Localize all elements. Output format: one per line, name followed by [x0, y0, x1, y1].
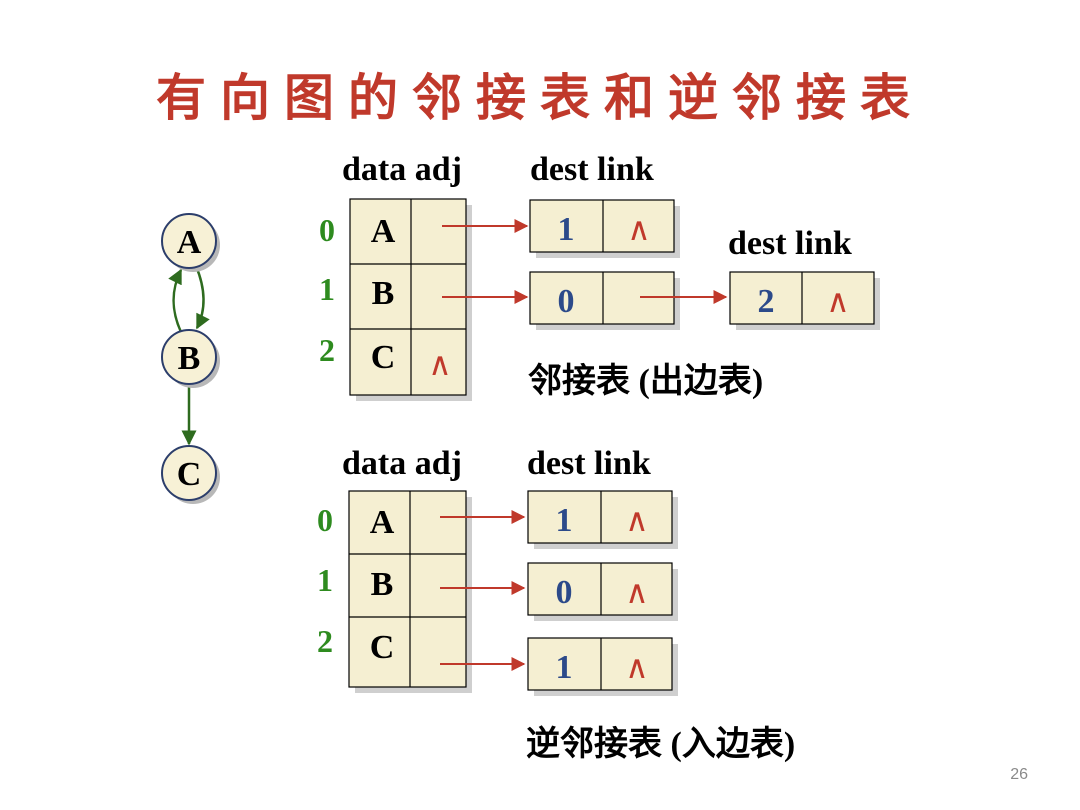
out-edge-dest: 0: [558, 283, 575, 320]
null-link: ∧: [625, 502, 648, 538]
out-index-1: 1: [319, 271, 335, 307]
graph-node-label: A: [177, 224, 202, 261]
null-link: ∧: [625, 649, 648, 685]
in-vertex-data-1: B: [371, 566, 394, 603]
in-edge-header: dest link: [527, 445, 651, 482]
page-number: 26: [1010, 766, 1028, 783]
in-caption: 逆邻接表 (入边表): [526, 725, 795, 763]
in-edge-dest: 0: [556, 574, 573, 611]
out-edge-dest: 1: [558, 211, 575, 248]
in-edge-node-2: 1 ∧: [527, 637, 678, 696]
null-link: ∧: [627, 211, 650, 247]
in-vertex-data-0: A: [370, 504, 395, 541]
out-edge-node-0-1: 1 ∧: [529, 199, 680, 258]
out-edge-header-1: dest link: [530, 151, 654, 188]
out-caption: 邻接表 (出边表): [528, 362, 763, 400]
in-index-2: 2: [317, 623, 333, 659]
in-edge-dest: 1: [556, 649, 573, 686]
in-vertex-data-2: C: [370, 629, 395, 666]
in-vertex-table: A B C: [348, 490, 472, 693]
null-link: ∧: [826, 283, 849, 319]
out-vertex-header: data adj: [342, 151, 462, 188]
out-edge-node-1-2: 2 ∧: [729, 271, 880, 330]
out-null-adj-2: ∧: [428, 346, 451, 382]
in-adjacency-list: data adj dest link 0 1 2 A B C: [317, 445, 795, 763]
graph-edge-a-to-b: [194, 265, 210, 330]
out-adjacency-list: data adj dest link dest link 0 1 2 A B C…: [319, 151, 880, 401]
out-edge-node-1-1: 0: [529, 271, 680, 330]
graph-node-c: C: [161, 445, 220, 504]
out-vertex-data-2: C: [371, 339, 396, 376]
out-index-2: 2: [319, 332, 335, 368]
null-link: ∧: [625, 574, 648, 610]
graph-edge-b-to-a: [168, 268, 183, 333]
out-index-0: 0: [319, 212, 335, 248]
in-edge-node-1: 0 ∧: [527, 562, 678, 621]
in-vertex-header: data adj: [342, 445, 462, 482]
in-edge-dest: 1: [556, 502, 573, 539]
graph-node-label: B: [178, 340, 201, 377]
slide-title: 有向图的邻接表和逆邻接表: [156, 68, 924, 127]
out-edge-dest: 2: [758, 283, 775, 320]
graph-node-b: B: [161, 329, 220, 388]
graph-node-label: C: [177, 456, 202, 493]
graph: A B C: [161, 213, 220, 504]
graph-node-a: A: [161, 213, 220, 272]
in-edge-node-0: 1 ∧: [527, 490, 678, 549]
in-index-0: 0: [317, 502, 333, 538]
in-index-1: 1: [317, 562, 333, 598]
out-edge-header-2: dest link: [728, 225, 852, 262]
out-vertex-table: A B C ∧: [349, 198, 472, 401]
out-vertex-data-0: A: [371, 213, 396, 250]
out-vertex-data-1: B: [372, 275, 395, 312]
